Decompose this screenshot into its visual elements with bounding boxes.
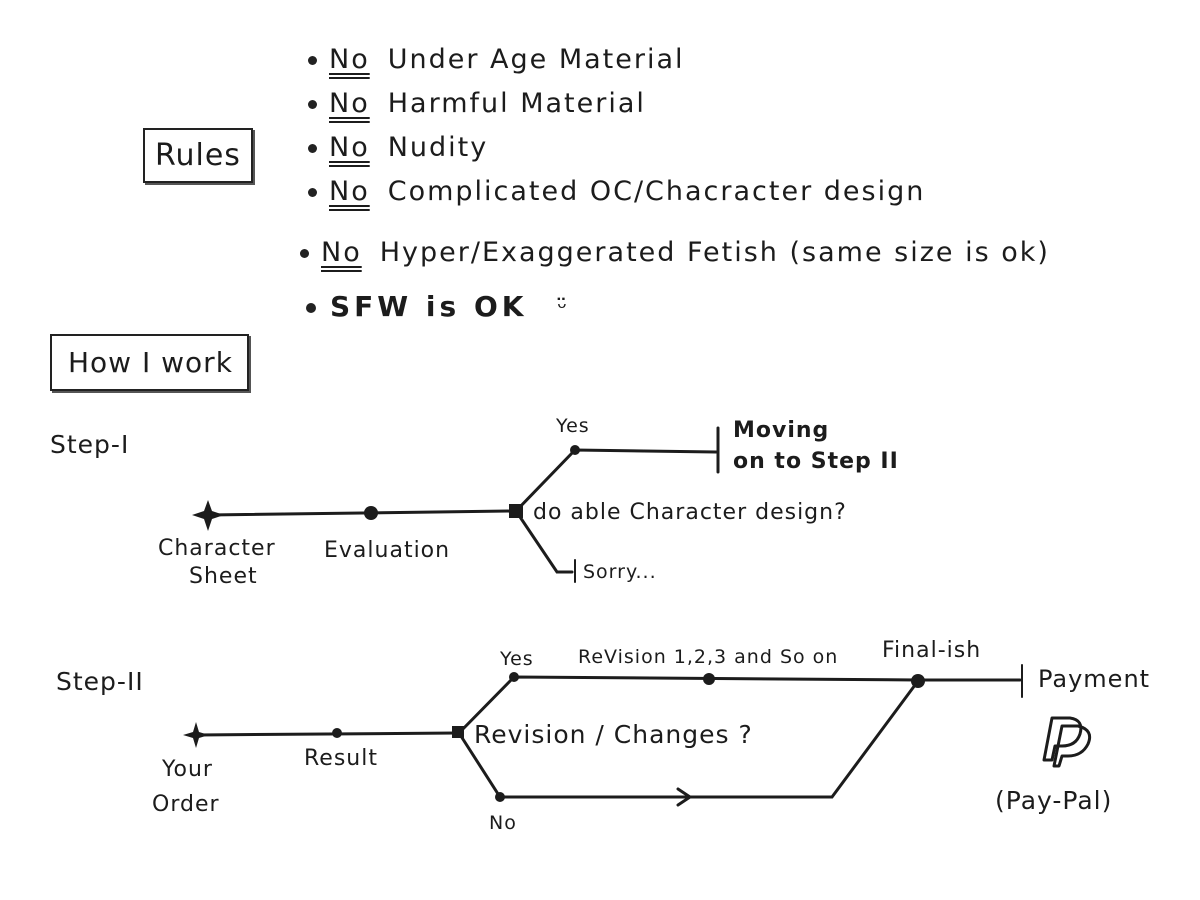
bullet-icon xyxy=(308,100,317,109)
step1-start-star xyxy=(192,500,224,531)
step1-start-label-2: Sheet xyxy=(189,564,258,589)
step2-no-label: No xyxy=(489,812,517,834)
step1-title: Step-I xyxy=(50,430,130,459)
bullet-icon xyxy=(308,144,317,153)
rule-prefix: No xyxy=(329,176,370,207)
step1-no-result: Sorry... xyxy=(583,561,657,583)
rule-text: Nudity xyxy=(387,132,489,163)
step2-revision-node xyxy=(703,673,715,685)
step2-main-line xyxy=(194,731,459,737)
step2-no-branch xyxy=(457,679,920,799)
step1-no-branch xyxy=(514,509,574,574)
step2-final-node xyxy=(911,674,925,688)
rule-prefix: No xyxy=(329,132,370,163)
step1-evaluation-label: Evaluation xyxy=(324,538,451,563)
rule-prefix: No xyxy=(329,44,370,75)
step2-final-label: Final-ish xyxy=(882,638,982,663)
bullet-icon xyxy=(300,249,309,258)
step2-start-star xyxy=(183,722,209,748)
rule-item: No Harmful Material xyxy=(308,88,646,119)
rule-text: Harmful Material xyxy=(387,88,646,119)
rule-prefix: No xyxy=(329,88,370,119)
step1-evaluation-node xyxy=(364,506,378,520)
step2-question: Revision / Changes ? xyxy=(474,720,753,749)
step2-yes-branch xyxy=(457,675,1022,735)
smile-icon: ᵕ̈ xyxy=(557,294,572,322)
rules-heading: Rules xyxy=(143,128,253,183)
step2-decision-node xyxy=(452,726,464,738)
step1-start-label-1: Character xyxy=(158,536,276,561)
rule-prefix: No xyxy=(321,237,362,268)
paypal-icon xyxy=(1042,716,1092,768)
step2-result-label: Result xyxy=(304,746,378,771)
rule-item: No Under Age Material xyxy=(308,44,685,75)
step1-yes-label: Yes xyxy=(556,415,590,437)
step1-yes-node xyxy=(570,445,580,455)
step2-no-arrow xyxy=(676,787,693,807)
how-heading: How I work xyxy=(50,334,249,391)
step2-result-node xyxy=(332,728,342,738)
step1-question: do able Character design? xyxy=(533,500,847,525)
rule-item: No Nudity xyxy=(308,132,488,163)
step2-payment-label: Payment xyxy=(1038,665,1151,693)
step1-decision-node xyxy=(509,504,523,518)
step2-title: Step-II xyxy=(56,667,144,696)
step2-start-label-2: Order xyxy=(152,792,220,817)
rule-text: Complicated OC/Chacracter design xyxy=(387,176,926,207)
rule-text: Hyper/Exaggerated Fetish (same size is o… xyxy=(379,237,1050,268)
bullet-icon xyxy=(306,303,316,313)
step2-yes-node xyxy=(509,672,519,682)
step2-start-label-1: Your xyxy=(162,757,213,782)
step1-main-line xyxy=(206,509,515,517)
rule-item: No Complicated OC/Chacracter design xyxy=(308,176,925,207)
bullet-icon xyxy=(308,188,317,197)
bullet-icon xyxy=(308,56,317,65)
step2-no-node xyxy=(495,792,505,802)
step1-yes-result-2: on to Step II xyxy=(733,449,899,474)
sfw-text: SFW is OK xyxy=(330,290,528,323)
rule-text: Under Age Material xyxy=(387,44,685,75)
step1-yes-result-1: Moving xyxy=(733,418,830,443)
sfw-note: SFW is OK ᵕ̈ xyxy=(306,290,571,323)
rule-item: No Hyper/Exaggerated Fetish (same size is… xyxy=(300,237,1050,268)
step2-yes-label: Yes xyxy=(500,648,534,670)
step2-paypal-label: (Pay-Pal) xyxy=(995,786,1113,815)
step2-revisions-label: ReVision 1,2,3 and So on xyxy=(578,646,839,668)
